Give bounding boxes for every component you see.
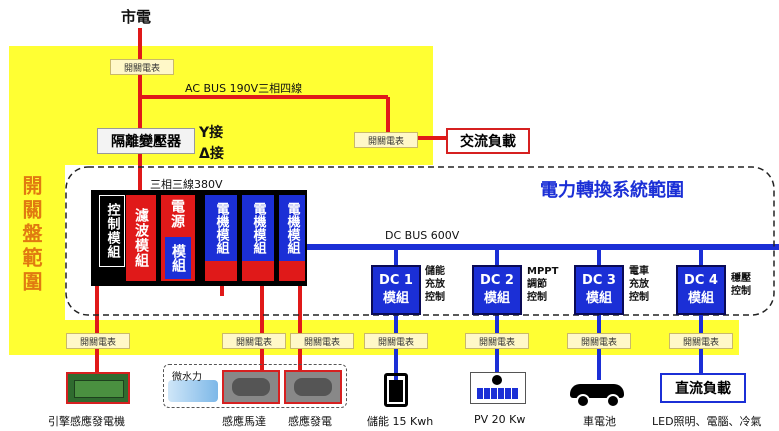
induction-motor-body (232, 378, 270, 396)
water-power-label: 微水力 (172, 372, 202, 383)
dc-load-label: 直流負載 (675, 381, 731, 397)
switch-meter-motor: 開關電表 (222, 333, 286, 349)
induction-motor-label: 感應馬達 (222, 415, 266, 428)
power-module-bottom: 模組 (165, 237, 191, 279)
dc3-title: DC 3 (582, 273, 616, 288)
pv-panel-icon (477, 388, 519, 399)
dc1-sub: 模組 (382, 291, 409, 306)
switch-meter-ac-load: 開關電表 (354, 132, 418, 148)
dc3-sub: 模組 (585, 291, 612, 306)
switch-meter-generator: 開關電表 (66, 333, 130, 349)
induction-generator-label: 感應發電 (288, 415, 332, 428)
generator-body (74, 380, 124, 398)
dc4-module: DC 4 模組 (676, 265, 726, 315)
dc4-desc: 穩壓 控制 (731, 273, 751, 297)
dc2-title: DC 2 (480, 273, 514, 288)
motor-module-3-label: 電機模組 (279, 195, 305, 261)
transformer-delta-label: Δ接 (199, 146, 224, 162)
dc2-desc: MPPT 調節 控制 (527, 266, 559, 303)
generator-image (66, 372, 130, 404)
system-title: 電力轉換系統範圍 (540, 180, 684, 201)
control-module-label: 控制模組 (104, 203, 120, 259)
switch-meter-dc3: 開關電表 (567, 333, 631, 349)
ev-wheel-left-icon (576, 394, 590, 408)
battery-fill (389, 380, 403, 402)
switch-meter-grid: 開關電表 (110, 59, 174, 75)
ev-label: 車電池 (583, 415, 616, 428)
three-phase-label: 三相三線380V (150, 178, 223, 191)
water-power-graphic (168, 380, 218, 402)
filter-module-label: 濾波模組 (133, 208, 149, 268)
pv-sun-icon (492, 375, 502, 385)
system-boundary (65, 166, 775, 316)
dc-load-desc: LED照明、電腦、冷氣 (652, 415, 762, 428)
motor-module-3: 電機模組 (279, 195, 305, 281)
switch-meter-dc1: 開關電表 (364, 333, 428, 349)
transformer-y-label: Y接 (199, 125, 224, 141)
power-module-top: 電源 (169, 199, 185, 229)
pv-label: PV 20 Kw (474, 413, 526, 426)
ac-load-label: 交流負載 (460, 134, 516, 150)
dc1-module: DC 1 模組 (371, 265, 421, 315)
switchboard-label: 開關盤範圍 (19, 175, 43, 295)
filter-module: 濾波模組 (126, 195, 156, 281)
dc1-title: DC 1 (379, 273, 413, 288)
switch-meter-induction-gen: 開關電表 (290, 333, 354, 349)
ac-bus-label: AC BUS 190V三相四線 (185, 82, 303, 95)
ev-wheel-right-icon (606, 394, 620, 408)
dc4-title: DC 4 (684, 273, 718, 288)
dc2-module: DC 2 模組 (472, 265, 522, 315)
motor-module-2-label: 電機模組 (242, 195, 274, 261)
induction-generator-body (294, 378, 332, 396)
grid-label: 市電 (121, 8, 152, 26)
motor-group-frame (163, 364, 347, 408)
motor-module-1-label: 電機模組 (205, 195, 237, 261)
switch-meter-dc4: 開關電表 (669, 333, 733, 349)
generator-label: 引擎感應發電機 (48, 415, 125, 428)
dc3-module: DC 3 模組 (574, 265, 624, 315)
control-module: 控制模組 (99, 195, 125, 267)
ac-load-box: 交流負載 (446, 128, 530, 154)
storage-label: 儲能 15 Kwh (367, 415, 434, 428)
dc2-sub: 模組 (483, 291, 510, 306)
dc3-desc: 電車 充放 控制 (629, 266, 649, 303)
dc1-desc: 儲能 充放 控制 (425, 266, 445, 303)
isolation-transformer: 隔離變壓器 (97, 128, 195, 154)
battery-icon (384, 373, 408, 407)
switch-meter-dc2: 開關電表 (465, 333, 529, 349)
dc-load-box: 直流負載 (660, 373, 746, 403)
pv-icon (470, 372, 526, 404)
induction-motor-image (222, 370, 280, 404)
motor-module-2: 電機模組 (242, 195, 274, 281)
induction-generator-image (284, 370, 342, 404)
dc4-sub: 模組 (687, 291, 714, 306)
motor-module-1: 電機模組 (205, 195, 237, 281)
dc-bus-label: DC BUS 600V (385, 229, 460, 242)
transformer-label: 隔離變壓器 (111, 134, 181, 150)
power-module: 電源 模組 (161, 195, 195, 281)
